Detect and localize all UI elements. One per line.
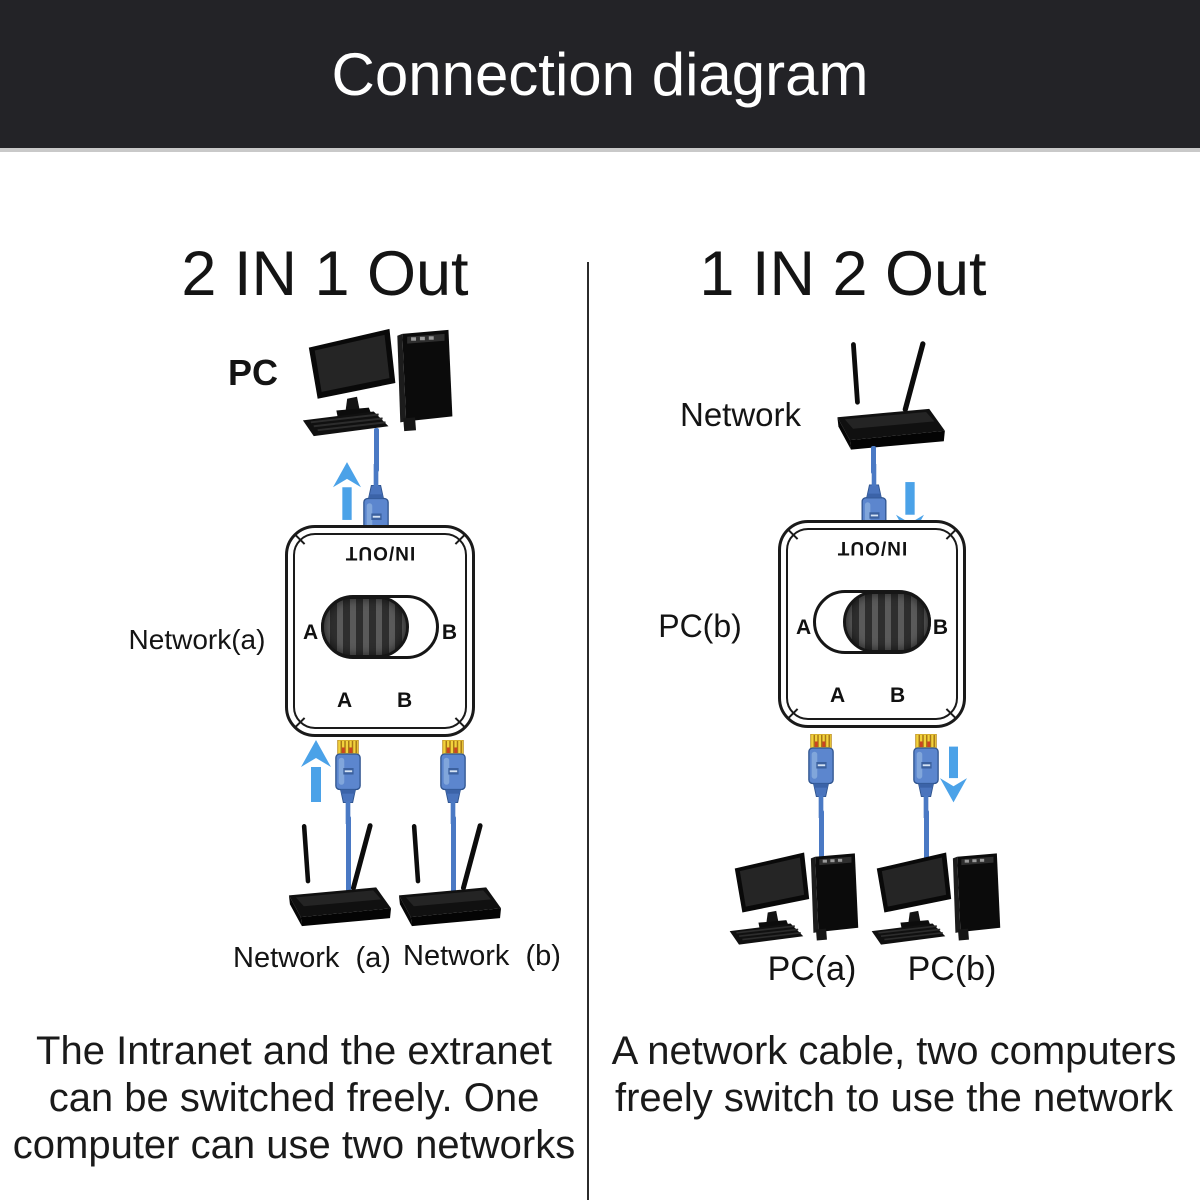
- wifi-router-icon: [390, 820, 504, 938]
- inout-port-label: IN/OUT: [344, 542, 416, 563]
- pc-a-label: PC(a): [767, 950, 857, 988]
- rj45-connector-icon: [806, 734, 836, 818]
- port-b-label: B: [890, 684, 906, 707]
- network-switch-box: IN/OUT A B A B: [778, 520, 966, 728]
- ab-toggle-switch: [813, 590, 931, 654]
- wifi-router-icon: [280, 820, 394, 938]
- switch-inner-shell: [786, 528, 958, 720]
- caption-line: A network cable, two computers: [611, 1029, 1177, 1073]
- left-column-title: 2 IN 1 Out: [181, 239, 469, 309]
- caption-line: freely switch to use the network: [614, 1076, 1174, 1120]
- caption-line: computer can use two networks: [12, 1123, 576, 1167]
- port-b-label: B: [397, 689, 413, 712]
- arrow-up-icon: [333, 460, 361, 522]
- router-a-label: Network (a): [233, 942, 391, 974]
- inout-port-label: IN/OUT: [836, 537, 908, 558]
- toggle-knob: [321, 596, 409, 658]
- desktop-computer-icon: [870, 848, 1018, 950]
- port-a-label: A: [830, 684, 846, 707]
- right-column-title: 1 IN 2 Out: [699, 239, 987, 309]
- toggle-knob: [843, 591, 931, 653]
- caption-line: The Intranet and the extranet: [36, 1029, 552, 1073]
- side-a-label: A: [303, 621, 319, 644]
- desktop-computer-icon: [728, 848, 876, 950]
- rj45-connector-icon: [911, 734, 941, 818]
- network-a-side-label: Network(a): [128, 624, 266, 655]
- wifi-router-icon: [828, 340, 948, 460]
- side-b-label: B: [441, 621, 457, 644]
- page-title: Connection diagram: [331, 40, 869, 108]
- column-divider: [587, 262, 589, 1200]
- ethernet-cable: [871, 446, 876, 474]
- left-caption: The Intranet and the extranet can be swi…: [8, 1028, 580, 1169]
- rj45-connector-icon: [333, 740, 363, 824]
- network-switch-box: IN/OUT A B A B: [285, 525, 475, 737]
- ethernet-cable: [374, 428, 379, 472]
- ethernet-cable: [451, 816, 456, 896]
- arrow-down-icon: [940, 746, 967, 803]
- ab-toggle-switch: [321, 595, 439, 659]
- pc-b-side-label: PC(b): [658, 608, 742, 644]
- ethernet-cable: [346, 816, 351, 896]
- ethernet-cable: [924, 810, 929, 862]
- pc-b-label: PC(b): [907, 950, 997, 988]
- side-a-label: A: [796, 616, 812, 639]
- header-bar: Connection diagram: [0, 0, 1200, 152]
- pc-label: PC: [227, 352, 278, 393]
- port-a-label: A: [337, 689, 353, 712]
- router-b-label: Network (b): [403, 940, 561, 972]
- arrow-up-icon: [301, 740, 331, 802]
- caption-line: can be switched freely. One: [48, 1076, 540, 1120]
- network-label: Network: [679, 396, 802, 433]
- ethernet-cable: [819, 810, 824, 862]
- right-caption: A network cable, two computers freely sw…: [598, 1028, 1190, 1122]
- desktop-computer-icon: [298, 324, 476, 442]
- side-b-label: B: [932, 616, 948, 639]
- switch-inner-shell: [293, 533, 467, 729]
- rj45-connector-icon: [438, 740, 468, 824]
